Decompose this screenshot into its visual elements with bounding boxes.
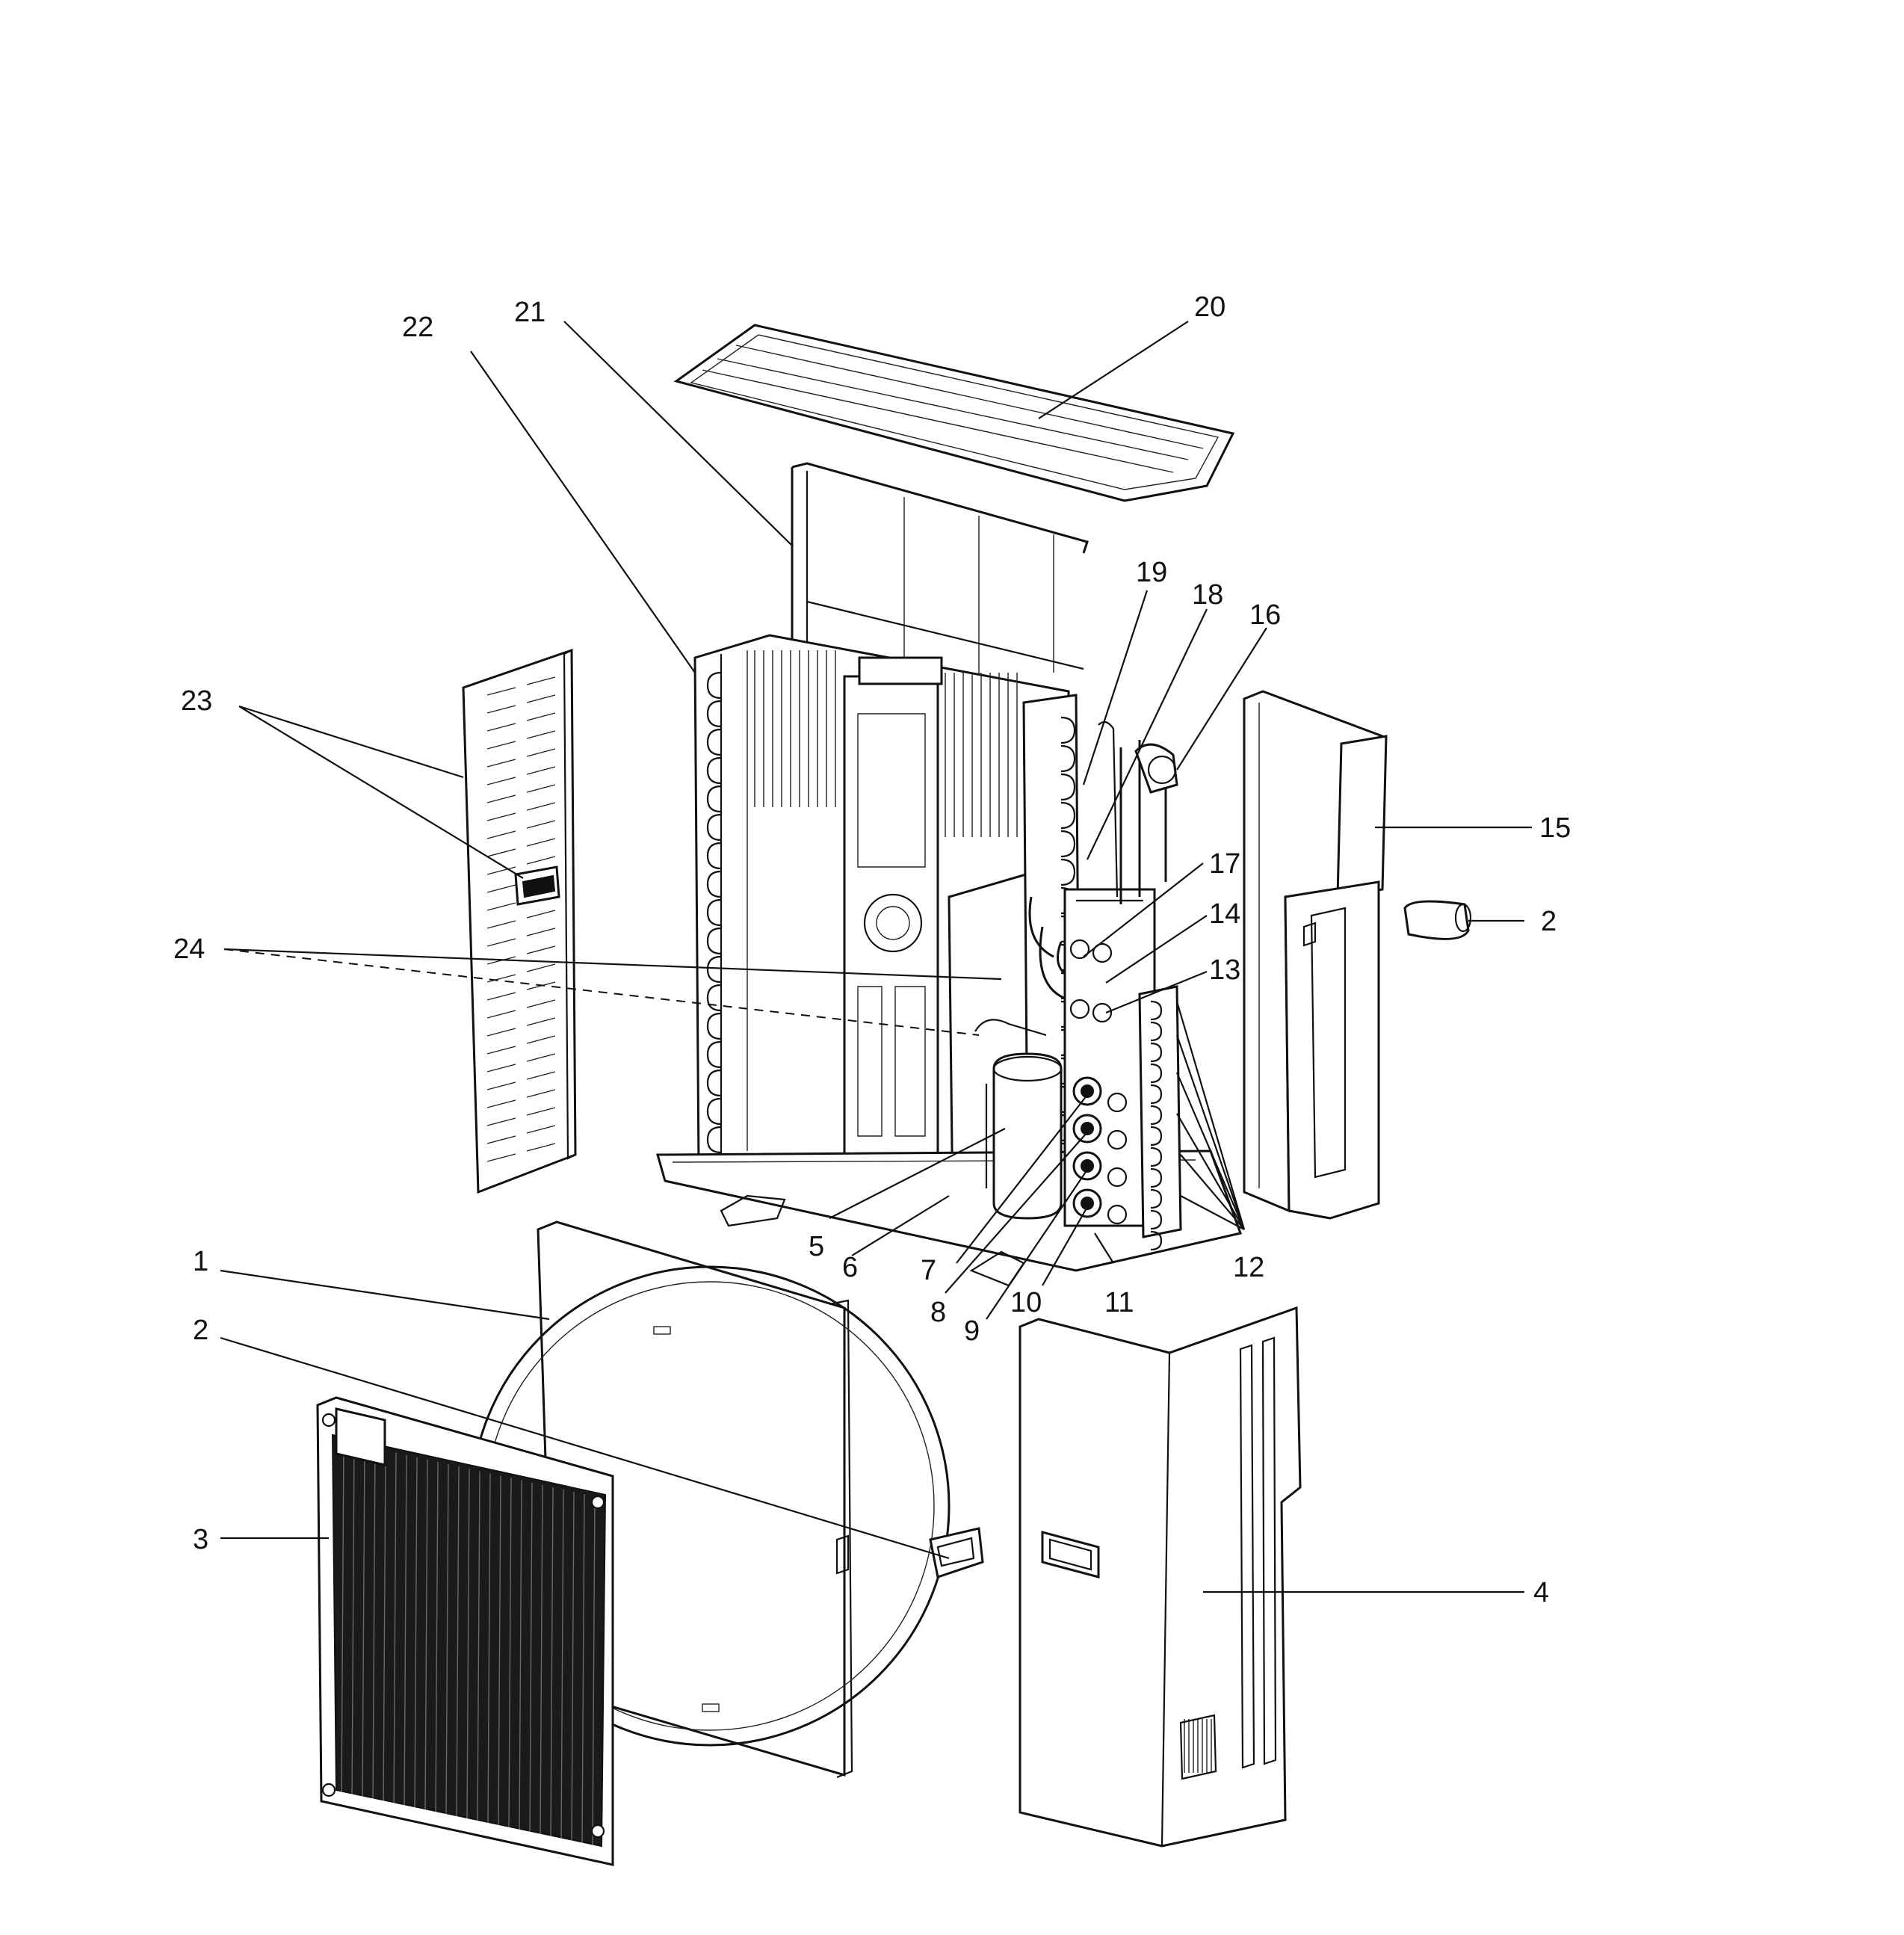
callout-8: 8 <box>930 1297 946 1328</box>
callout-3: 3 <box>193 1524 208 1555</box>
callout-10: 10 <box>1010 1287 1042 1318</box>
callout-15: 15 <box>1539 812 1571 844</box>
part-fan-grille <box>316 1396 614 1866</box>
callout-7: 7 <box>921 1255 936 1286</box>
callout-4: 4 <box>1533 1577 1549 1608</box>
callout-12: 12 <box>1233 1252 1264 1283</box>
part-service-valves <box>1072 1076 1128 1225</box>
leader-lines <box>220 321 1532 1593</box>
part-top-cover <box>673 324 1235 502</box>
callout-19: 19 <box>1136 557 1167 588</box>
callout-11: 11 <box>1104 1287 1134 1318</box>
callout-6: 6 <box>842 1252 858 1283</box>
callout-2-lower: 2 <box>193 1315 208 1346</box>
callout-14: 14 <box>1209 898 1240 930</box>
part-left-side-grille <box>462 648 577 1194</box>
callout-22: 22 <box>402 312 433 343</box>
part-right-cabinet <box>1019 1306 1302 1848</box>
callout-17: 17 <box>1209 848 1240 880</box>
part-right-side-panel <box>1243 690 1388 1220</box>
callout-1: 1 <box>193 1246 208 1277</box>
callout-21: 21 <box>514 297 545 328</box>
callout-13: 13 <box>1209 954 1240 986</box>
callout-9: 9 <box>964 1315 980 1347</box>
callout-2-upper: 2 <box>1541 906 1557 937</box>
callout-16: 16 <box>1249 599 1281 631</box>
callout-20: 20 <box>1194 291 1225 323</box>
callout-24: 24 <box>173 933 205 965</box>
callout-5: 5 <box>809 1231 824 1262</box>
part-compressor <box>974 1019 1063 1220</box>
part-handle-upper <box>1403 900 1472 940</box>
part-right-coil-fittings <box>1138 985 1182 1251</box>
callout-18: 18 <box>1192 579 1223 611</box>
part-top-frame <box>791 462 1089 676</box>
callout-23: 23 <box>181 685 212 717</box>
callout-labels: 1 2 2 3 4 5 6 7 8 9 10 11 12 13 14 15 16… <box>173 291 1571 1608</box>
part-handle-lower <box>929 1527 984 1578</box>
